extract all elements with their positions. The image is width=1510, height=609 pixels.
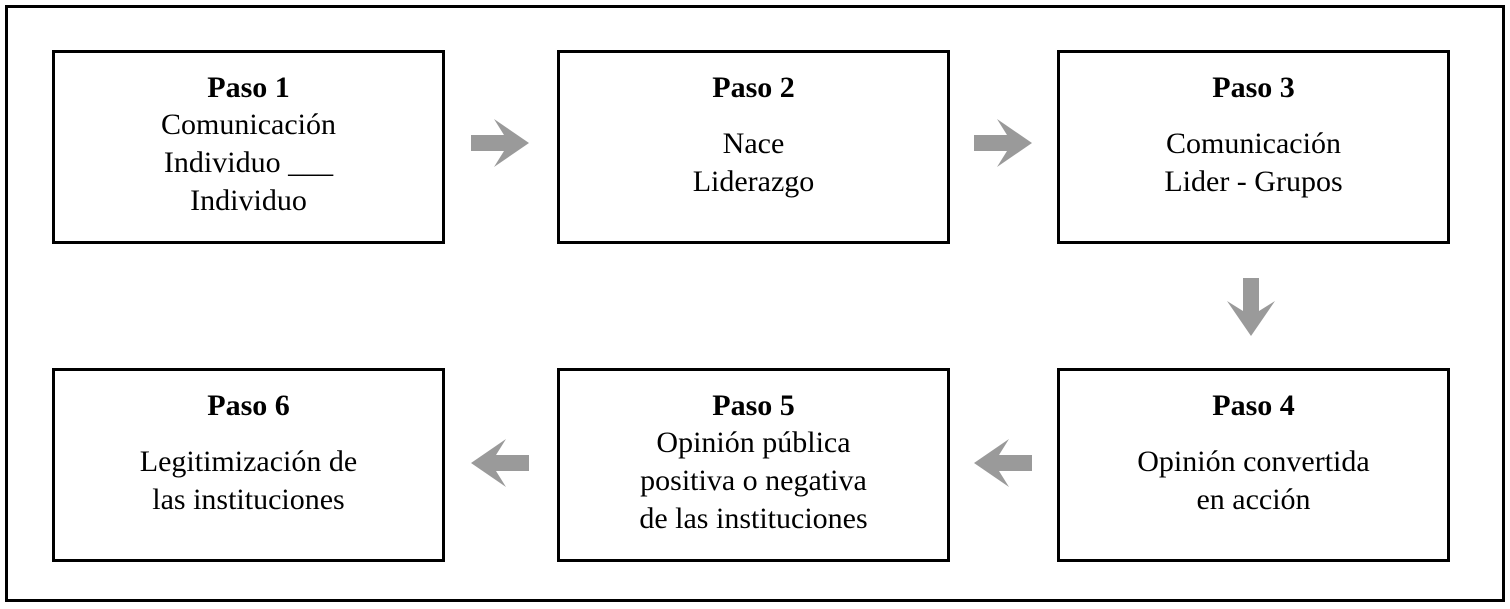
step-line: las instituciones (152, 483, 345, 516)
step-line: Legitimización de (139, 445, 358, 478)
step-box-paso-6: Paso 6 Legitimización de las institucion… (52, 368, 445, 562)
step-line: Nace (722, 127, 785, 160)
step-title: Paso 1 (207, 71, 290, 104)
step-body: Comunicación Lider - Grupos (1164, 105, 1342, 221)
step-title: Paso 4 (1212, 389, 1295, 422)
step-line: Comunicación (161, 108, 336, 141)
step-line: Opinión pública (656, 426, 851, 459)
step-line: de las instituciones (639, 502, 868, 535)
step-box-paso-2: Paso 2 Nace Liderazgo (557, 50, 950, 244)
step-body: Comunicación Individuo ___ Individuo (161, 105, 336, 221)
step-box-paso-3: Paso 3 Comunicación Lider - Grupos (1057, 50, 1450, 244)
step-line: Lider - Grupos (1164, 165, 1343, 198)
step-line: en acción (1196, 483, 1311, 516)
step-title: Paso 3 (1212, 71, 1295, 104)
arrow-down-paso3-paso4-icon (1227, 278, 1275, 336)
step-line: positiva o negativa (640, 464, 867, 497)
step-box-paso-5: Paso 5 Opinión pública positiva o negati… (557, 368, 950, 562)
step-box-paso-1: Paso 1 Comunicación Individuo ___ Indivi… (52, 50, 445, 244)
step-body: Nace Liderazgo (693, 105, 815, 221)
step-title: Paso 6 (207, 389, 290, 422)
arrow-left-paso5-paso6-icon (471, 439, 529, 487)
step-body: Opinión pública positiva o negativa de l… (639, 423, 867, 539)
step-line: Opinión convertida (1137, 445, 1370, 478)
arrow-left-paso4-paso5-icon (974, 439, 1032, 487)
arrow-right-paso2-paso3-icon (974, 119, 1032, 167)
step-line: Individuo (190, 184, 307, 217)
step-body: Opinión convertida en acción (1137, 423, 1369, 539)
step-title: Paso 5 (712, 389, 795, 422)
step-box-paso-4: Paso 4 Opinión convertida en acción (1057, 368, 1450, 562)
step-title: Paso 2 (712, 71, 795, 104)
arrow-right-paso1-paso2-icon (471, 119, 529, 167)
step-line: Comunicación (1166, 127, 1341, 160)
step-line: Individuo ___ (163, 146, 334, 179)
step-body: Legitimización de las instituciones (140, 423, 357, 539)
step-line: Liderazgo (692, 165, 815, 198)
